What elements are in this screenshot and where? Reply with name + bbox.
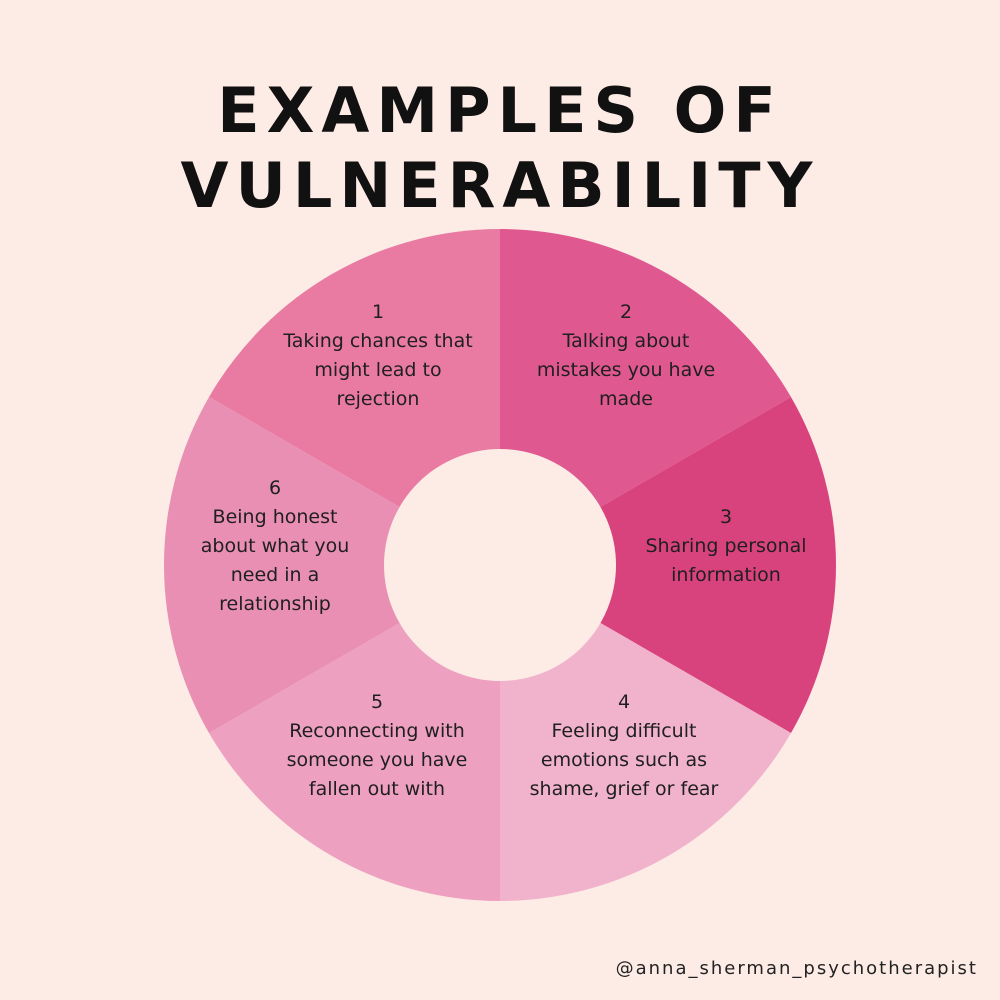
- segment-text-line: Being honest: [213, 506, 338, 528]
- segment-number: 1: [372, 301, 384, 323]
- segment-text-line: shame, grief or fear: [530, 778, 719, 800]
- segment-text-line: information: [671, 564, 781, 586]
- segment-number: 5: [371, 691, 383, 713]
- segment-text-line: mistakes you have: [537, 359, 715, 381]
- author-handle: @anna_sherman_psychotherapist: [615, 958, 978, 979]
- segment-text-line: Sharing personal: [645, 535, 806, 557]
- segment-number: 4: [618, 691, 630, 713]
- segment-number: 3: [720, 506, 732, 528]
- title-line-1: EXAMPLES OF: [217, 74, 783, 147]
- segment-text-line: relationship: [219, 593, 331, 615]
- segment-text-line: made: [599, 388, 653, 410]
- segment-text-line: might lead to: [314, 359, 441, 381]
- segment-text-line: Feeling difficult: [552, 720, 697, 742]
- segment-text-line: about what you: [201, 535, 349, 557]
- segment-text-line: Reconnecting with: [289, 720, 465, 742]
- segment-text-line: Taking chances that: [282, 330, 472, 352]
- segment-text-line: emotions such as: [541, 749, 707, 771]
- donut-segment-3: [500, 397, 836, 733]
- segment-text-line: someone you have: [287, 749, 468, 771]
- donut-segment-6: [164, 397, 501, 733]
- segment-text-line: Talking about: [562, 330, 690, 352]
- segment-text-line: fallen out with: [309, 778, 445, 800]
- segment-number: 6: [269, 477, 281, 499]
- segment-text-line: need in a: [231, 564, 320, 586]
- segment-number: 2: [620, 301, 632, 323]
- segment-text-line: rejection: [337, 388, 420, 410]
- donut-center-hole: [384, 449, 616, 681]
- title-line-2: VULNERABILITY: [180, 149, 820, 222]
